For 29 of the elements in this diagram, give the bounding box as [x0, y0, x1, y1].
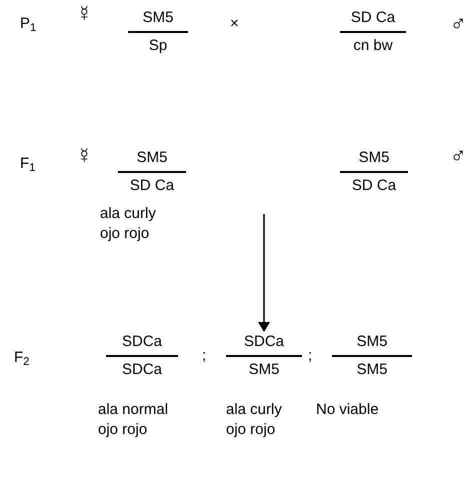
generation-label: P$_{1}$ — [20, 14, 36, 34]
male-symbol: ♂ — [450, 146, 466, 166]
genotype-text: SD Ca — [130, 176, 174, 196]
genotype-text: SD Ca — [350, 8, 396, 28]
male-symbol: ♂ — [450, 14, 466, 34]
phenotype-text: ala curly ojo rojo — [226, 400, 283, 440]
separator: ; — [202, 346, 206, 366]
genotype-text: cn bw — [353, 36, 393, 56]
phenotype-text: ala normal ojo rojo — [98, 400, 170, 440]
genotype-text: SM5 — [136, 148, 168, 168]
cross-symbol: × — [230, 14, 239, 34]
generation-label: F$_{1}$ — [20, 154, 36, 174]
genotype-text: SM5 — [356, 332, 388, 352]
separator: ; — [308, 346, 312, 366]
arrow — [258, 214, 270, 332]
phenotype-text: No viable — [316, 400, 380, 420]
female-symbol: ☿ — [76, 146, 92, 166]
genotype-text: SDCa — [122, 332, 162, 352]
genotype-text: SDCa — [244, 332, 284, 352]
genotype-text: SD Ca — [352, 176, 396, 196]
genotype-text: SM5 — [356, 360, 388, 380]
genotype-text: SM5 — [248, 360, 280, 380]
phenotype-text: ala curly ojo rojo — [100, 204, 157, 244]
genotype-text: SM5 — [142, 8, 174, 28]
genotype-text: Sp — [148, 36, 168, 56]
female-symbol: ☿ — [76, 4, 92, 24]
genotype-text: SM5 — [358, 148, 390, 168]
generation-label: F$_{2}$ — [14, 348, 30, 368]
genotype-text: SDCa — [122, 360, 162, 380]
